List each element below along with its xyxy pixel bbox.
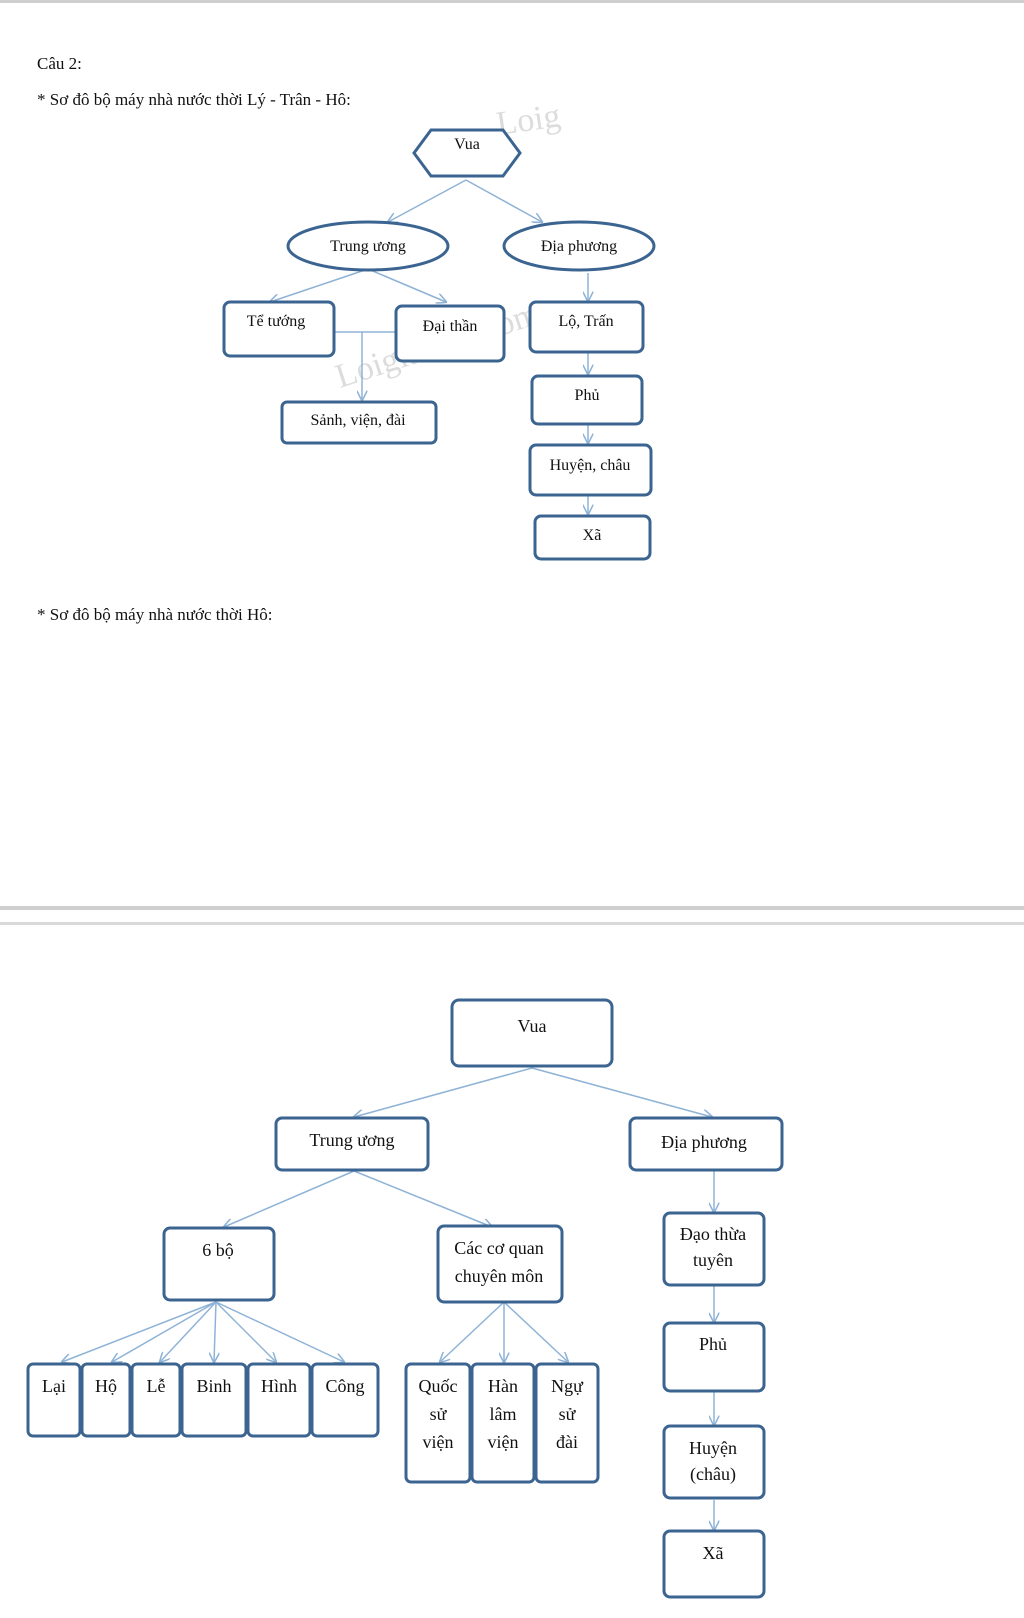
node-label-line-3: viện — [488, 1432, 519, 1452]
diagram-2-edges — [62, 1067, 714, 1530]
node-label: 6 bộ — [202, 1240, 234, 1260]
node-bo-lai: Lại — [26, 1362, 82, 1438]
node-phu-2: Phủ — [662, 1321, 766, 1393]
node-label: Hộ — [95, 1376, 117, 1396]
node-label: Trung ương — [330, 238, 406, 255]
node-label: Hình — [261, 1376, 297, 1396]
node-label: Tể tướng — [247, 313, 305, 330]
node-label-line-2: tuyên — [693, 1250, 733, 1270]
node-label-line-1: Ngự — [551, 1376, 584, 1396]
node-label: Công — [325, 1376, 364, 1396]
node-label-line-2: (châu) — [690, 1464, 736, 1485]
node-xa-1: Xã — [533, 514, 652, 561]
node-lo-tran: Lộ, Trấn — [528, 300, 645, 354]
diagram-1-title: * Sơ đô bộ máy nhà nước thời Lý - Trân -… — [37, 90, 351, 109]
node-label: Địa phương — [661, 1132, 747, 1152]
node-label: Huyện, châu — [550, 457, 631, 474]
node-cac-co-quan-chuyen-mon: Các cơ quan chuyên môn — [436, 1224, 564, 1304]
node-label: Địa phương — [541, 238, 617, 255]
node-label: Đại thần — [423, 318, 478, 335]
node-dai-than: Đại thần — [394, 304, 506, 363]
node-label-line-1: Huyện — [689, 1438, 737, 1458]
node-huyen-chau-2: Huyện (châu) — [662, 1424, 766, 1500]
node-ngu-su-dai: Ngự sử đài — [534, 1362, 600, 1484]
node-label-line-1: Các cơ quan — [454, 1238, 543, 1258]
node-label: Lộ, Trấn — [558, 313, 613, 330]
node-label: Vua — [454, 136, 480, 153]
node-phu-1: Phủ — [530, 374, 644, 426]
node-label-line-3: viện — [423, 1432, 454, 1452]
node-bo-le: Lễ — [130, 1362, 182, 1438]
node-label: Phủ — [699, 1334, 727, 1354]
node-label: Lễ — [147, 1376, 166, 1396]
node-huyen-chau-1: Huyện, châu — [528, 443, 653, 497]
node-dia-phuong-1: Địa phương — [502, 220, 656, 272]
node-bo-ho: Hộ — [80, 1362, 132, 1438]
question-heading: Câu 2: — [37, 54, 82, 73]
node-label: Trung ương — [309, 1130, 394, 1150]
node-label: Xã — [583, 527, 602, 544]
node-label-line-1: Hàn — [488, 1376, 518, 1396]
node-label-line-2: sử — [559, 1404, 577, 1424]
node-6-bo: 6 bộ — [162, 1226, 276, 1302]
node-label: Binh — [196, 1376, 231, 1396]
node-bo-cong: Công — [310, 1362, 380, 1438]
node-label-line-1: Đạo thừa — [680, 1224, 746, 1244]
node-trung-uong-2: Trung ương — [274, 1116, 430, 1172]
node-bo-binh: Binh — [180, 1362, 248, 1438]
node-quoc-su-vien: Quốc sử viện — [404, 1362, 472, 1484]
node-bo-hinh: Hình — [246, 1362, 312, 1438]
node-label-line-2: lâm — [490, 1404, 517, 1424]
node-trung-uong-1: Trung ương — [286, 220, 450, 272]
node-label-line-3: đài — [556, 1432, 578, 1452]
node-label: Vua — [518, 1016, 547, 1036]
page-separator-line — [0, 922, 1024, 925]
page-separator — [0, 906, 1024, 910]
node-sanh-vien-dai: Sảnh, viện, đài — [280, 400, 438, 445]
node-han-lam-vien: Hàn lâm viện — [470, 1362, 536, 1484]
node-dao-thua-tuyen: Đạo thừa tuyên — [662, 1211, 766, 1287]
node-label-line-2: sử — [430, 1404, 448, 1424]
node-label: Lại — [42, 1376, 66, 1396]
node-label: Xã — [703, 1543, 724, 1563]
top-border — [0, 0, 1024, 3]
node-vua-1: Vua — [412, 128, 522, 178]
diagram-1-edges — [270, 179, 588, 514]
node-te-tuong: Tể tướng — [222, 300, 336, 358]
node-vua-2: Vua — [450, 998, 614, 1068]
node-label: Phủ — [575, 387, 600, 404]
node-dia-phuong-2: Địa phương — [628, 1116, 784, 1172]
node-label-line-2: chuyên môn — [455, 1266, 543, 1286]
node-xa-2: Xã — [662, 1529, 766, 1599]
node-label: Sảnh, viện, đài — [310, 412, 406, 429]
node-label-line-1: Quốc — [419, 1376, 458, 1396]
diagram-2-title: * Sơ đô bộ máy nhà nước thời Hô: — [37, 605, 273, 624]
